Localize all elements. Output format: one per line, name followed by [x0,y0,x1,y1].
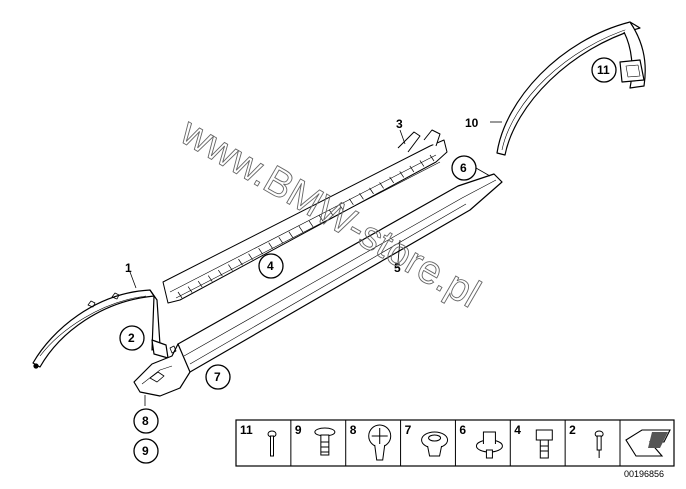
legend-cell-label: 9 [295,423,302,437]
bracket-rib [187,286,193,293]
expanding-nut-icon [368,424,392,461]
bracket-rib [177,291,183,299]
rivet-icon [594,430,604,458]
bracket-rib [409,165,415,173]
bracket-rib [218,269,223,277]
legend-cell: 4 [514,423,553,459]
legend-cell-label: 7 [405,423,412,437]
front-wheel-arch-trim [32,289,169,369]
callout-2: 2 [128,331,135,345]
legend-cell: 9 [295,423,336,456]
bracket-rib [389,176,394,184]
leader-lines [129,121,502,406]
legend-cell: 8 [350,423,392,461]
callout-5: 5 [394,261,401,275]
bracket-rib [328,209,334,216]
bracket-rib [369,187,374,195]
bracket-rib [399,171,405,178]
sill-support-bracket [162,129,448,304]
catalog-number: 00196856 [624,469,664,479]
bracket-rib [258,247,263,255]
callout-11: 11 [597,63,610,77]
callout-8: 8 [142,414,149,428]
legend-cell: 2 [569,423,604,458]
callout-9: 9 [142,444,149,458]
bracket-rib [197,280,203,288]
bracket-rib [419,160,425,167]
side-sill-cover [133,173,503,397]
bracket-rib [308,220,314,227]
bracket-rib [349,198,354,206]
bracket-rib [338,204,344,211]
bracket-rib [248,253,253,260]
callout-3: 3 [396,117,403,131]
bracket-rib [298,226,304,233]
push-rivet-icon [267,430,277,457]
screw-nut-icon [475,431,503,459]
legend-cell-label: 11 [240,423,253,437]
rear-wheel-arch-trim [496,21,646,156]
callout-1: 1 [125,261,132,275]
bracket-rib [238,258,243,266]
bracket-rib [228,264,233,271]
bracket-rib [318,215,324,222]
callouts: 1 2 3 4 5 6 7 8 9 10 11 [119,57,617,464]
legend-cell-label: 6 [459,423,466,437]
legend-cell-label: 2 [569,423,576,437]
bracket-rib [268,242,274,249]
callout-4: 4 [267,259,274,273]
callout-10: 10 [465,116,479,130]
legend-cell: 11 [240,423,277,457]
legend-cell: 7 [405,423,449,457]
callout-6: 6 [460,161,467,175]
callout-7: 7 [214,370,221,384]
bracket-rib [359,193,364,200]
legend-cell-label: 8 [350,423,357,437]
bracket-rib [429,154,435,162]
bracket-rib [278,237,284,244]
bolt-icon [535,429,553,459]
bracket-rib [288,231,294,238]
expanding-screw-icon [314,427,336,456]
bracket-rib [379,182,384,189]
bracket-rib [207,275,213,282]
clip-icon [421,431,449,457]
legend-cell-label: 4 [514,423,521,437]
legend-cell: 6 [459,423,503,459]
legend-arrow-cell [619,420,671,466]
fastener-legend: 11 9 8 7 6 4 2 [235,419,675,467]
